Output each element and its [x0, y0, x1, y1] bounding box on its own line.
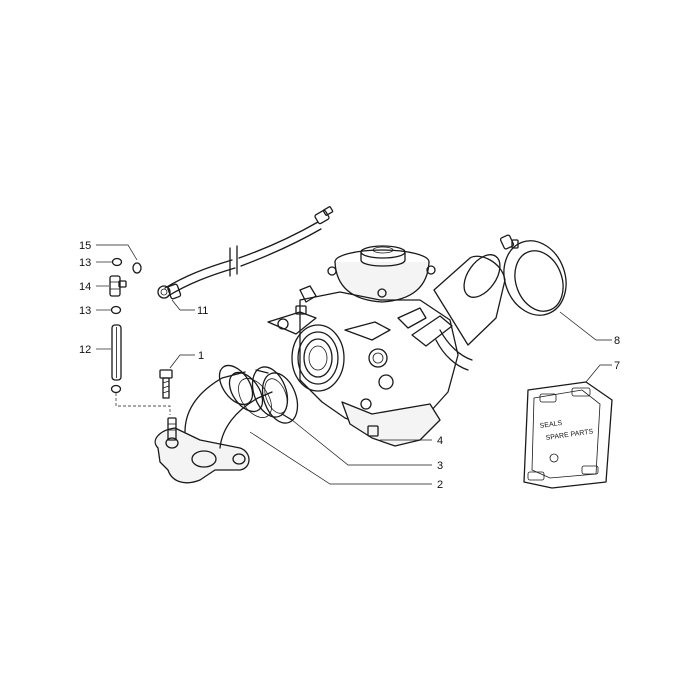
gasket-label-line1: SEALS [539, 420, 563, 430]
part-3-rubber-sleeve [251, 366, 299, 424]
callout-8: 8 [614, 335, 620, 347]
callout-14: 14 [79, 281, 91, 293]
part-7-gasket-kit: SEALS SPARE PARTS [523, 381, 613, 489]
callout-13-top: 13 [79, 257, 91, 269]
part-14-fitting [109, 275, 127, 297]
part-12-tube [111, 324, 122, 381]
part-13-oring-bottom [110, 305, 122, 315]
part-15-cap [132, 262, 142, 274]
part-1-bolt [159, 369, 173, 399]
part-11-breather-hose [157, 206, 334, 300]
part-8-hose-clamp [499, 234, 567, 316]
gasket-label-line2: SPARE PARTS [545, 428, 594, 442]
part-oring-lower [110, 384, 122, 394]
callout-11: 11 [197, 305, 208, 317]
part-13-oring-top [111, 257, 123, 267]
callout-7: 7 [614, 360, 620, 372]
leader-lines [96, 244, 612, 485]
callout-3: 3 [437, 460, 443, 472]
callout-13-bottom: 13 [79, 305, 91, 317]
hose-kit [109, 257, 171, 415]
callout-labels: 15 13 14 13 12 11 1 4 3 2 8 7 [79, 240, 620, 491]
callout-2: 2 [437, 479, 443, 491]
callout-15: 15 [79, 240, 91, 252]
part-4-carburetor-body [267, 245, 459, 447]
choke-assembly [411, 254, 506, 371]
callout-4: 4 [437, 435, 443, 447]
part-2-intake-manifold [154, 364, 273, 484]
callout-1: 1 [198, 350, 204, 362]
callout-12: 12 [79, 344, 91, 356]
